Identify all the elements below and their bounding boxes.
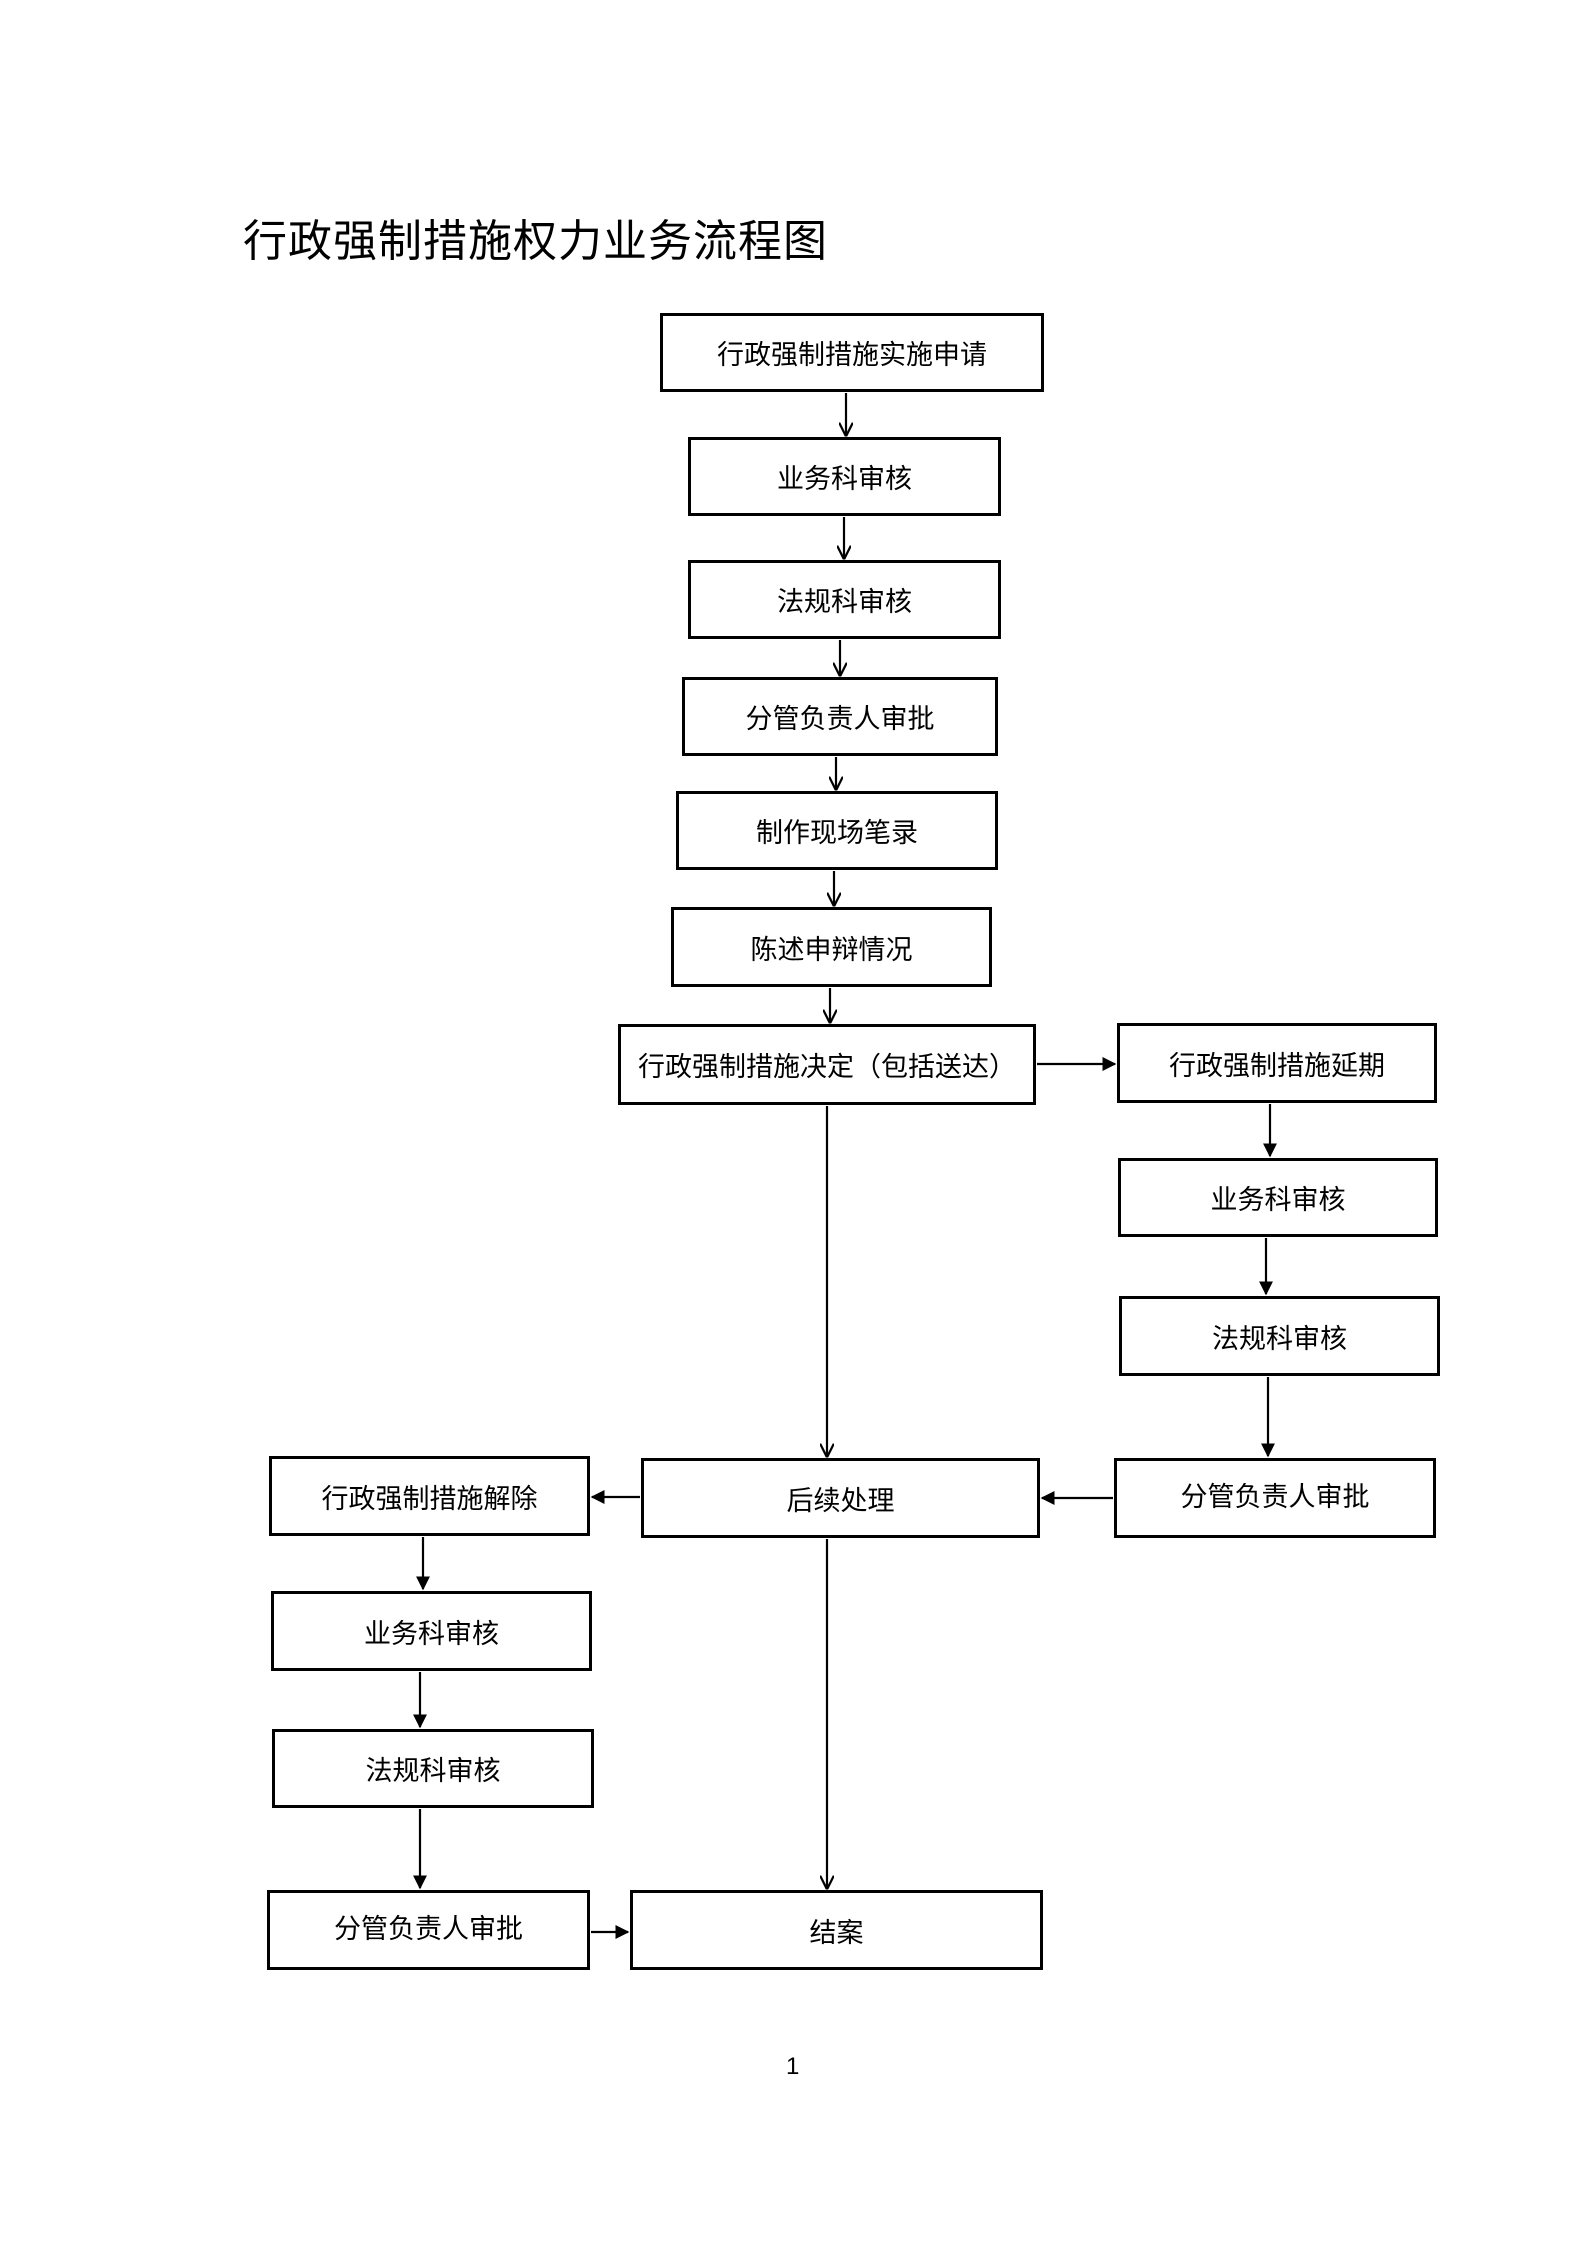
step-label: 分管负责人审批 <box>1180 1482 1370 1513</box>
step-label: 业务科审核 <box>364 1618 499 1650</box>
step-label: 行政强制措施决定（包括送达） <box>638 1052 1016 1083</box>
step-label: 陈述申辩情况 <box>750 934 913 966</box>
rel-release: 行政强制措施解除 <box>269 1456 590 1536</box>
step-label: 分管负责人审批 <box>334 1914 523 1945</box>
step-label: 分管负责人审批 <box>745 704 935 735</box>
step-legal-review: 法规科审核 <box>688 560 1001 639</box>
step-label: 法规科审核 <box>1212 1323 1347 1355</box>
step-follow-up: 后续处理 <box>641 1458 1040 1538</box>
step-onsite-record: 制作现场笔录 <box>676 791 998 870</box>
step-label: 结案 <box>809 1917 864 1949</box>
step-label: 行政强制措施解除 <box>321 1483 538 1515</box>
ext-legal-review: 法规科审核 <box>1119 1296 1440 1376</box>
step-label: 业务科审核 <box>1210 1185 1346 1216</box>
step-close-case: 结案 <box>630 1890 1043 1970</box>
rel-legal-review: 法规科审核 <box>272 1729 594 1808</box>
step-business-review: 业务科审核 <box>688 437 1001 516</box>
step-label: 后续处理 <box>786 1485 895 1517</box>
ext-extension: 行政强制措施延期 <box>1117 1023 1437 1103</box>
step-label: 业务科审核 <box>777 464 912 495</box>
ext-leader-approval: 分管负责人审批 <box>1114 1458 1436 1538</box>
step-label: 法规科审核 <box>365 1756 501 1787</box>
rel-leader-approval: 分管负责人审批 <box>267 1890 590 1970</box>
step-label: 行政强制措施实施申请 <box>717 340 987 371</box>
ext-business-review: 业务科审核 <box>1118 1158 1438 1237</box>
step-statement-defense: 陈述申辩情况 <box>671 907 992 987</box>
page-title: 行政强制措施权力业务流程图 <box>243 216 828 267</box>
step-apply: 行政强制措施实施申请 <box>660 313 1044 392</box>
step-label: 制作现场笔录 <box>756 818 918 849</box>
rel-business-review: 业务科审核 <box>271 1591 592 1671</box>
step-decision: 行政强制措施决定（包括送达） <box>618 1024 1036 1105</box>
step-label: 行政强制措施延期 <box>1169 1050 1385 1082</box>
step-label: 法规科审核 <box>777 587 912 618</box>
step-leader-approval: 分管负责人审批 <box>682 677 998 756</box>
page-number: 1 <box>786 2053 800 2080</box>
